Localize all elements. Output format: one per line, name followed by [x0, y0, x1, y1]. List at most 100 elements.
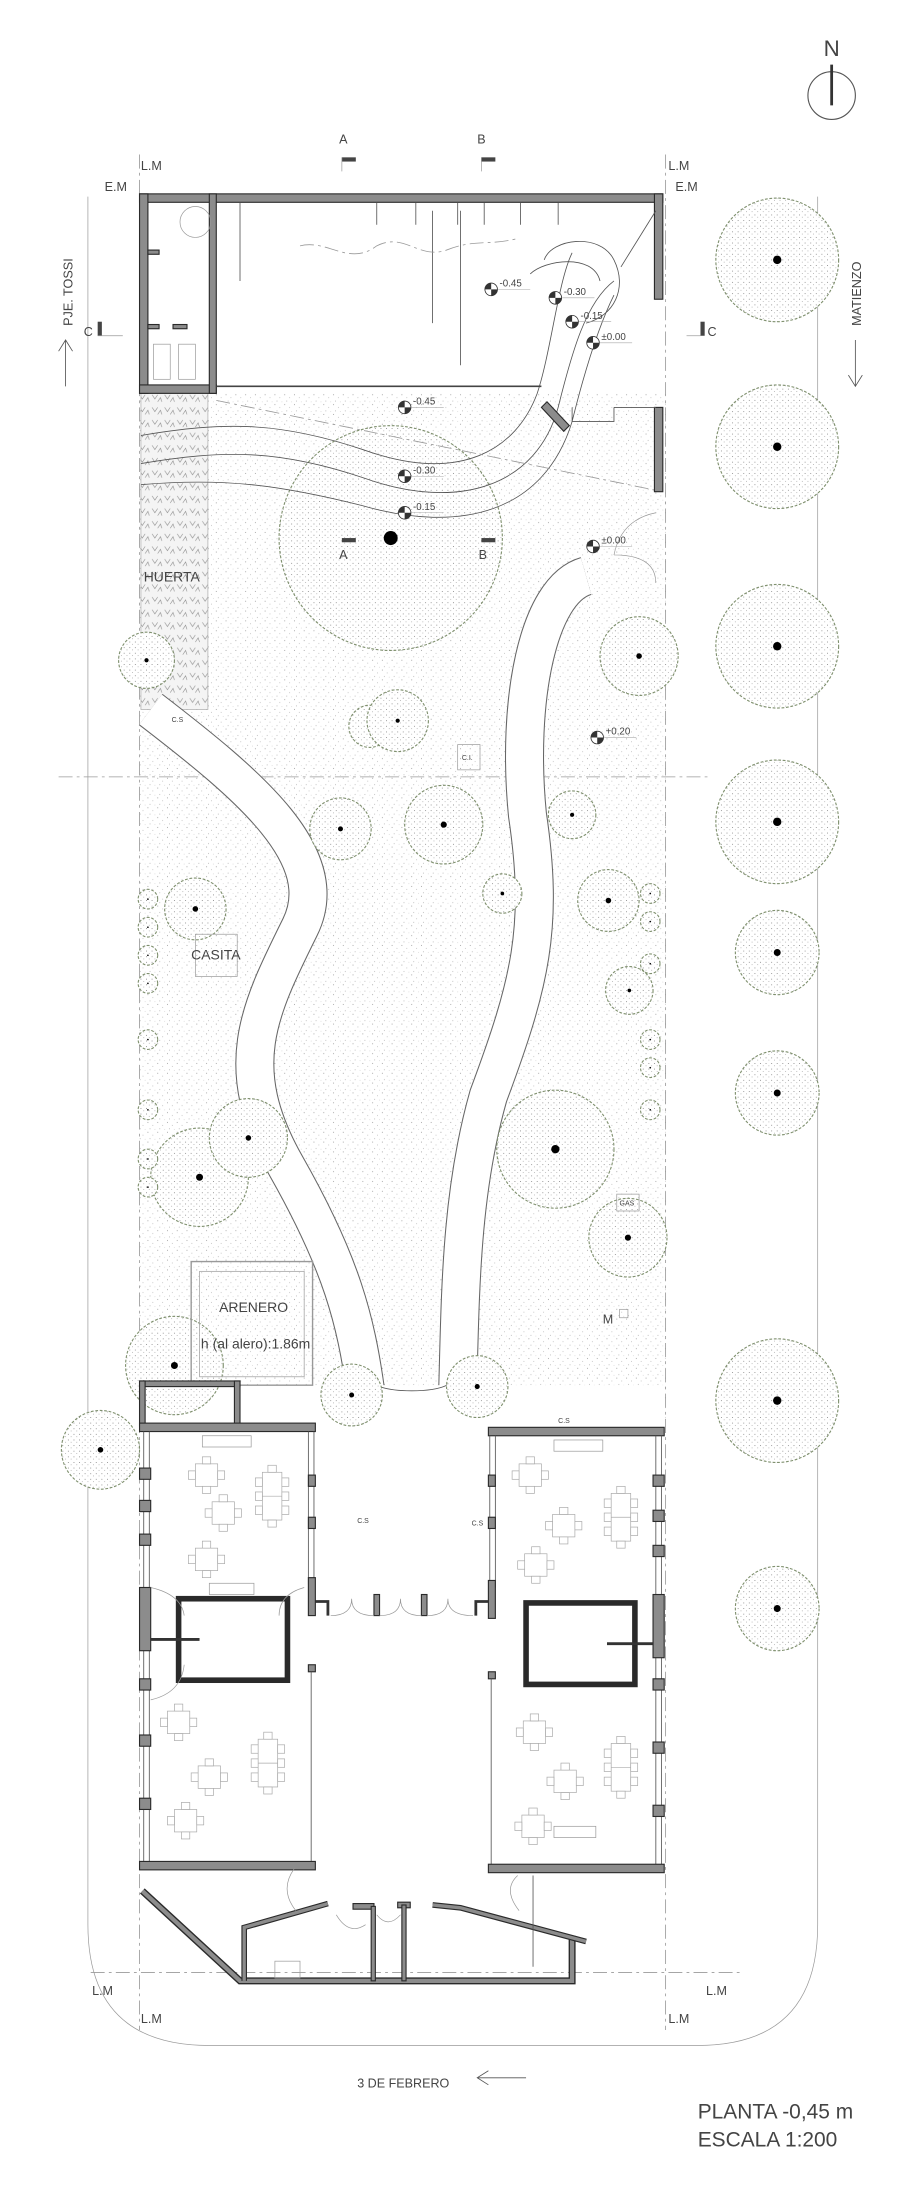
arenero-label: ARENERO: [219, 1299, 288, 1315]
tree-trunk: [170, 1362, 178, 1370]
level-value: -0.15: [580, 311, 603, 322]
tree-trunk: [383, 531, 398, 546]
plan-scale: ESCALA 1:200: [698, 2129, 838, 2152]
tree-trunk: [773, 1396, 782, 1405]
tree-trunk: [196, 1173, 204, 1181]
level-marker: +0.20: [590, 727, 637, 745]
tree-trunk: [147, 1186, 149, 1188]
lm-label: L.M: [668, 159, 689, 173]
tree-trunk: [636, 653, 642, 659]
level-value: -0.30: [564, 287, 587, 298]
tree-trunk: [773, 948, 781, 957]
ci-label: C.I.: [462, 755, 473, 762]
tree-trunk: [147, 1038, 149, 1041]
level-marker: -0.15: [565, 311, 612, 329]
tree-trunk: [624, 1234, 631, 1241]
classroom-block-east: [487, 1426, 665, 1874]
garden-path-west: [138, 693, 385, 1394]
level-marker: -0.15: [397, 502, 444, 520]
ramp: [140, 252, 663, 518]
tree-trunk: [147, 1108, 149, 1111]
svg-text:C: C: [84, 325, 93, 339]
section-mark-c-west: C: [84, 321, 123, 339]
north-arrow-icon: N: [807, 36, 856, 120]
level-marker: -0.45: [484, 279, 531, 297]
arenero-height-label: h (al alero):1.86m: [201, 1336, 310, 1352]
section-mark-b-bottom: B: [479, 538, 496, 562]
tree-trunk: [649, 1038, 652, 1041]
svg-text:C: C: [707, 325, 716, 339]
em-label: E.M: [675, 180, 697, 194]
section-mark-a-bottom: A: [339, 538, 356, 562]
gas-label: GAS: [620, 1200, 635, 1207]
tree-trunk: [773, 817, 782, 827]
tree-trunk: [395, 718, 400, 723]
lm-label: L.M: [706, 1984, 727, 1998]
building-south: [139, 1868, 587, 1985]
street-label-south: 3 DE FEBRERO: [357, 2077, 449, 2091]
tree-trunk: [649, 920, 652, 923]
level-marker: ±0.00: [586, 536, 633, 554]
section-mark-b-top: B: [477, 132, 496, 172]
level-value: -0.30: [413, 465, 436, 476]
classroom-block-west: [138, 1422, 316, 1871]
tree-trunk: [649, 1066, 652, 1069]
plan-title: PLANTA -0,45 m: [698, 2100, 853, 2123]
tree-trunk: [440, 821, 447, 828]
tree-trunk: [773, 1089, 781, 1097]
level-marker: ±0.00: [586, 332, 633, 350]
tree-trunk: [147, 1158, 149, 1160]
lm-label: L.M: [141, 2012, 162, 2026]
tree-trunk: [570, 812, 575, 817]
level-value: -0.45: [500, 279, 523, 290]
tree-trunk: [474, 1384, 480, 1390]
cs-label: C.S: [172, 717, 184, 724]
meter-label: M: [603, 1312, 613, 1326]
tree-trunk: [147, 982, 149, 985]
huerta-label: HUERTA: [144, 569, 201, 585]
svg-text:B: B: [477, 132, 485, 146]
north-label: N: [824, 36, 840, 61]
svg-text:B: B: [479, 548, 487, 562]
tree-trunk: [649, 892, 652, 895]
cs-label: C.S: [558, 1418, 570, 1425]
level-markers: -0.45 -0.30 -0.15 ±0.00 -0.45 -0.30 -0.1…: [397, 279, 637, 745]
lm-label: L.M: [668, 2012, 689, 2026]
street-label-west: PJE. TOSSI: [62, 258, 76, 326]
tree-trunk: [147, 926, 149, 929]
tree-trunk: [337, 826, 343, 832]
tree-trunk: [245, 1135, 252, 1141]
tree-trunk: [500, 891, 505, 896]
level-value: -0.15: [413, 502, 436, 513]
tree-trunk: [649, 1108, 652, 1111]
level-value: -0.45: [413, 397, 436, 408]
lm-label: L.M: [141, 159, 162, 173]
tree-trunk: [97, 1446, 104, 1453]
cs-label: C.S: [357, 1518, 369, 1525]
level-value: +0.20: [606, 727, 631, 738]
trees: [60, 197, 840, 1652]
tree-trunk: [192, 906, 199, 912]
tree-trunk: [147, 954, 149, 957]
level-marker: -0.30: [548, 287, 595, 305]
tree-trunk: [144, 658, 149, 663]
tree-trunk: [773, 442, 782, 451]
building-north: [138, 193, 664, 584]
tree-trunk: [605, 897, 612, 904]
tree-trunk: [773, 642, 782, 651]
level-marker: -0.45: [397, 397, 444, 415]
level-value: ±0.00: [601, 536, 626, 547]
arrow-down-icon: [848, 339, 863, 388]
em-label: E.M: [105, 180, 127, 194]
casita-label: CASITA: [191, 946, 241, 962]
garden-path-east: [438, 557, 594, 1392]
svg-text:A: A: [339, 548, 348, 562]
tree-trunk: [773, 255, 782, 265]
tree-trunk: [649, 962, 652, 965]
tree-trunk: [349, 1392, 355, 1398]
svg-text:A: A: [339, 132, 348, 146]
sidewalk-outline: [87, 196, 819, 2046]
section-mark-c-east: C: [686, 321, 717, 339]
tree-trunk: [773, 1605, 781, 1613]
